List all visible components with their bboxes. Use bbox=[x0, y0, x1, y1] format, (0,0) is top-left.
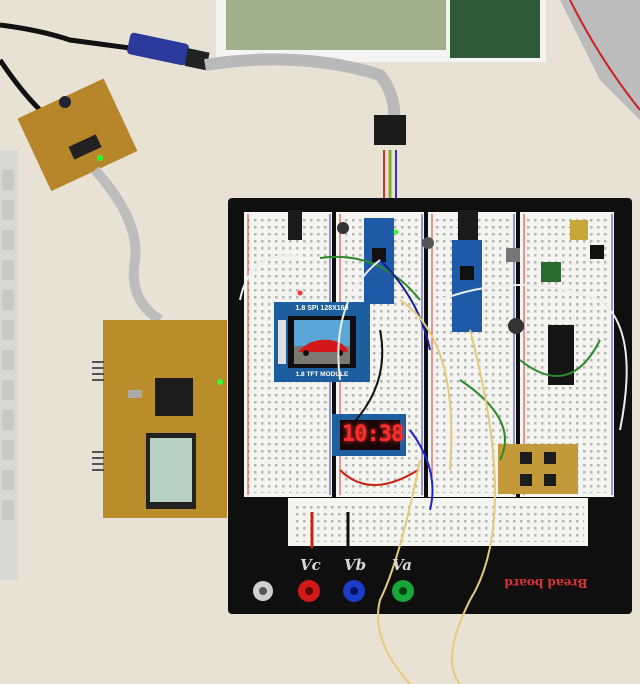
terminal-label-vc: Vc bbox=[300, 556, 321, 574]
ribbon-cable bbox=[204, 53, 401, 137]
terminal-label-vb: Vb bbox=[344, 556, 367, 574]
seven-seg-face bbox=[340, 420, 400, 450]
mcu-chip bbox=[155, 378, 193, 416]
programmer-ribbon bbox=[91, 166, 163, 325]
seven-segment-readout: 10:38 bbox=[342, 422, 404, 447]
usb-cable bbox=[0, 22, 131, 51]
mcu-module-right bbox=[452, 240, 482, 332]
terminal-label-va: Va bbox=[392, 556, 412, 574]
corner-device bbox=[560, 0, 640, 120]
usb-plug bbox=[127, 32, 189, 66]
keyboard-keys bbox=[2, 170, 14, 520]
button-pcb bbox=[498, 444, 578, 494]
tft-top-label: 1.8 SPI 128X160 bbox=[295, 305, 349, 312]
power-terminals bbox=[253, 580, 414, 602]
tft-bottom-label: 1.8 TFT MODULE bbox=[295, 371, 349, 378]
red-car bbox=[298, 339, 348, 352]
lcd-glass bbox=[150, 438, 192, 502]
programmer-pcb bbox=[17, 78, 138, 192]
breadboard-brand-label: Bread board bbox=[504, 576, 588, 590]
cd-inner bbox=[226, 0, 446, 50]
ribbon-connector bbox=[374, 115, 406, 145]
